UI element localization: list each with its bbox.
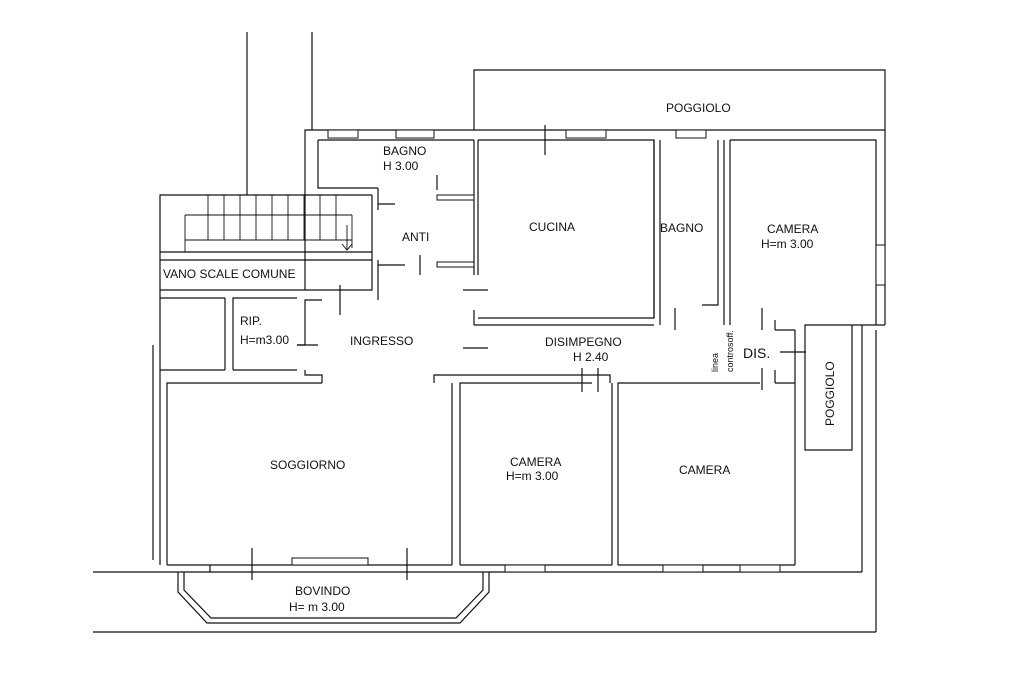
label-bovindo-h: H= m 3.00 <box>289 600 345 614</box>
label-vano-scale: VANO SCALE COMUNE <box>163 267 295 281</box>
label-camera-mid-h: H=m 3.00 <box>506 469 559 483</box>
interior-walls <box>160 125 886 580</box>
label-bagno-small-h: H 3.00 <box>383 159 419 173</box>
outer-walls <box>93 32 886 633</box>
room-labels: POGGIOLO BAGNO H 3.00 ANTI CUCINA BAGNO … <box>163 101 837 614</box>
label-linea: linea <box>710 353 720 372</box>
staircase <box>184 195 353 252</box>
label-anti: ANTI <box>402 230 429 244</box>
label-controsoff: controsoff. <box>725 330 735 372</box>
label-rip-h: H=m3.00 <box>240 333 289 347</box>
label-disimpegno: DISIMPEGNO <box>545 335 622 349</box>
label-rip: RIP. <box>240 314 262 328</box>
label-ingresso: INGRESSO <box>350 334 413 348</box>
bovindo <box>177 572 490 624</box>
label-camera-ne: CAMERA <box>767 222 818 236</box>
label-bagno-small: BAGNO <box>383 144 426 158</box>
label-cucina: CUCINA <box>529 220 575 234</box>
label-camera-mid: CAMERA <box>510 455 561 469</box>
label-bovindo: BOVINDO <box>295 584 350 598</box>
windows <box>209 129 781 573</box>
label-soggiorno: SOGGIORNO <box>270 458 345 472</box>
label-poggiolo-side: POGGIOLO <box>823 361 837 426</box>
label-camera-ne-h: H=m 3.00 <box>761 237 814 251</box>
label-dis: DIS. <box>743 345 770 361</box>
label-poggiolo-top: POGGIOLO <box>666 101 731 115</box>
label-disimpegno-h: H 2.40 <box>573 350 609 364</box>
label-bagno: BAGNO <box>660 221 703 235</box>
label-camera-se: CAMERA <box>679 463 730 477</box>
